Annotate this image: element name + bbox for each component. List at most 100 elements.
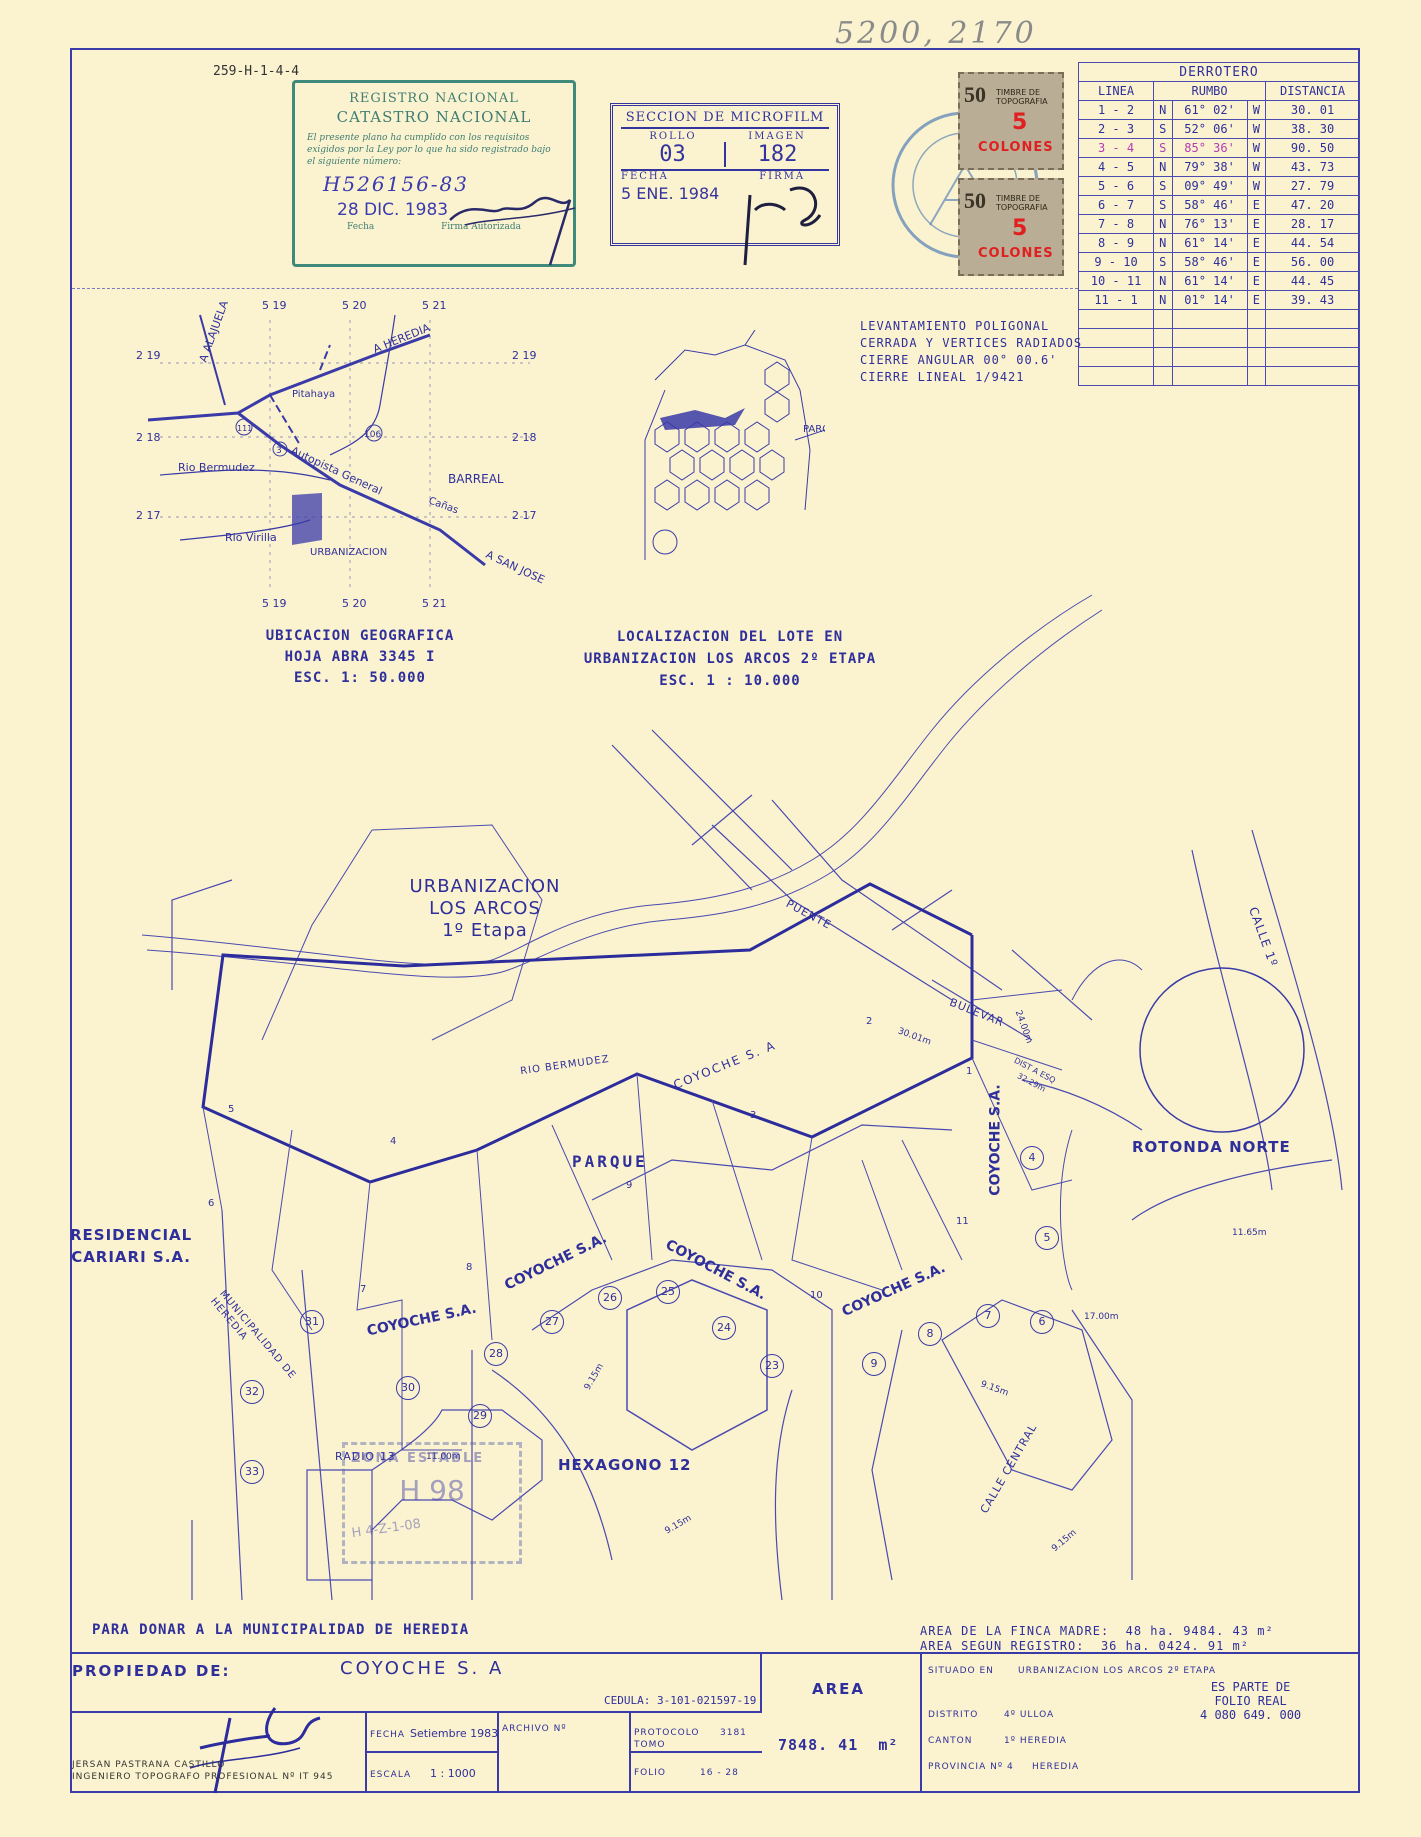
vertex-8: 8 [466,1262,473,1273]
timbre-1-overprint: 5 [1012,110,1028,135]
derrotero-empty-cell [1246,328,1267,348]
folio-value: 16 - 28 [700,1768,739,1778]
lot-number: 31 [300,1310,324,1334]
timbre-2-overprint: 5 [1012,216,1028,241]
derrotero-ew: W [1246,100,1267,120]
derrotero-ew: E [1246,252,1267,272]
provincia-value: HEREDIA [1032,1762,1080,1772]
derrotero-distancia: 30. 01 [1265,100,1360,120]
urbanizacion-line2: LOS ARCOS [429,898,541,919]
derrotero-empty-row [1077,366,1360,386]
grid-right-3: 2 17 [512,509,537,522]
timbre-2-currency: COLONES [978,246,1054,261]
lot-number: 6 [1030,1310,1054,1334]
vertex-3: 3 [750,1110,757,1121]
derrotero-empty-cell [1153,366,1173,386]
lot-number: 25 [656,1280,680,1304]
area-notes: AREA DE LA FINCA MADRE: 48 ha. 9484. 43 … [920,1624,1274,1654]
lot-number: 32 [240,1380,264,1404]
map-label-pitahaya: Pitahaya [292,389,335,400]
lot-map-caption: LOCALIZACION DEL LOTE EN URBANIZACION LO… [580,626,880,692]
derrotero-empty-cell [1171,328,1248,348]
owner-name: COYOCHE S. A [340,1658,505,1679]
derrotero-empty-cell [1153,347,1173,367]
derrotero-distancia: 27. 79 [1265,176,1360,196]
microfilm-rollo-label: ROLLO [649,131,697,142]
derrotero-empty-row [1077,328,1360,348]
registro-nacional-stamp: REGISTRO NACIONAL CATASTRO NACIONAL El p… [292,80,576,267]
vertex-9: 9 [626,1180,633,1191]
area-finca-madre-label: AREA DE LA FINCA MADRE: [920,1624,1110,1638]
folio-real-line1: ES PARTE DE [1210,1680,1291,1694]
title-block-area-cell [762,1652,922,1793]
derrotero-empty-row [1077,347,1360,367]
derrotero-distancia: 44. 45 [1265,271,1360,291]
derrotero-distancia: 38. 30 [1265,119,1360,139]
derrotero-header-rumbo: RUMBO [1153,81,1267,101]
derrotero-distancia: 43. 73 [1265,157,1360,177]
derrotero-ew: W [1246,138,1267,158]
derrotero-empty-cell [1153,328,1173,348]
residencial-label: RESIDENCIAL CARIARI S.A. [70,1224,192,1268]
grid-bottom-1: 5 19 [262,597,287,610]
folio-real-line2: FOLIO REAL [1214,1694,1287,1708]
map-label-rio-bermudez: Rio Bermudez [178,461,255,474]
derrotero-linea: 11 - 1 [1077,290,1155,310]
location-caption-1: UBICACION GEOGRAFICA [265,628,455,644]
registro-date: 28 DIC. 1983 [337,200,449,220]
dim-7: 11.00m [426,1452,461,1462]
derrotero-empty-cell [1171,309,1248,329]
derrotero-distancia: 28. 17 [1265,214,1360,234]
derrotero-ns: N [1153,100,1173,120]
urbanizacion-line3: 1º Etapa [442,920,528,941]
derrotero-empty-cell [1246,347,1267,367]
timbre-2-label: TIMBRE DE TOPOGRAFIA [996,194,1048,212]
coyoche-label-vertical: COYOCHE S.A. [987,1084,1004,1196]
derrotero-linea: 1 - 2 [1077,100,1155,120]
derrotero-linea: 6 - 7 [1077,195,1155,215]
vertex-6: 6 [208,1198,215,1209]
microfilm-stamp: SECCION DE MICROFILM ROLLO IMAGEN 03 182… [610,103,840,246]
situado-label: SITUADO EN [928,1666,994,1676]
derrotero-ew: W [1246,176,1267,196]
lot-number: 30 [396,1376,420,1400]
grid-right-2: 2 18 [512,431,537,444]
derrotero-ns: S [1153,119,1173,139]
registro-signature [449,196,576,266]
dim-3: 11.65m [1232,1228,1267,1238]
derrotero-ew: E [1246,233,1267,253]
lot-number: 28 [484,1342,508,1366]
grid-left-1: 2 19 [136,349,161,362]
derrotero-angle: 85° 36' [1171,138,1248,158]
derrotero-empty-cell [1077,309,1155,329]
registro-number: H526156-83 [323,172,469,196]
registro-body: El presente plano ha cumplido con los re… [307,133,551,167]
derrotero-distancia: 44. 54 [1265,233,1360,253]
derrotero-linea: 4 - 5 [1077,157,1155,177]
derrotero-angle: 76° 13' [1171,214,1248,234]
location-caption-2: HOJA ABRA 3345 I [284,649,436,665]
microfilm-title: SECCION DE MICROFILM [621,110,829,129]
fecha-label: FECHA [370,1730,406,1740]
location-caption-3: ESC. 1: 50.000 [293,670,426,686]
derrotero-distancia: 90. 50 [1265,138,1360,158]
timbre-1-label: TIMBRE DE TOPOGRAFIA [996,88,1048,106]
registro-firma-label: Firma Autorizada [441,222,521,232]
derrotero-ns: N [1153,214,1173,234]
derrotero-header-linea: LINEA [1077,81,1155,101]
timbre-1-value: 50 [964,82,986,107]
derrotero-ew: W [1246,119,1267,139]
zona-stamp-code: H 4-Z-1-08 [350,1516,422,1542]
area-value-number: 7848. 41 [778,1736,859,1754]
distrito-value: 4º ULLOA [1004,1710,1055,1720]
area-finca-madre-value: 48 ha. 9484. 43 m² [1125,1624,1274,1638]
derrotero-angle: 61° 02' [1171,100,1248,120]
grid-left-2: 2 18 [136,431,161,444]
area-label: AREA [812,1680,866,1698]
